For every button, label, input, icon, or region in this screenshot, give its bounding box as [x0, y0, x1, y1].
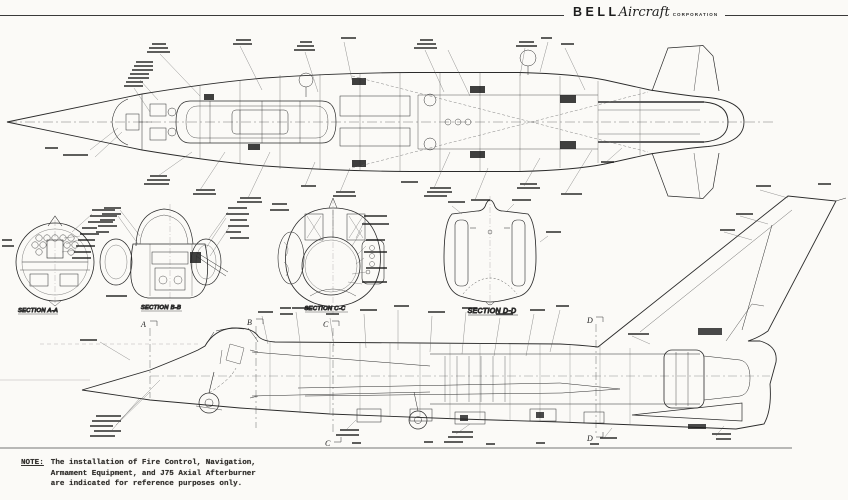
plan-view [6, 45, 775, 199]
section-b-label: SECTION B-B [141, 305, 181, 311]
side-view [0, 195, 847, 434]
note-line-2: Armament Equipment, and J75 Axial Afterb… [50, 469, 256, 478]
brand-corporation: CORPORATION [672, 12, 719, 17]
header-rule-left [0, 15, 564, 16]
brand-bell: BELL [573, 5, 620, 19]
section-b-b: SECTION B-B [99, 204, 229, 312]
header-rule-right [725, 15, 848, 16]
plan-bottom-callouts [45, 147, 614, 203]
section-c-label: SECTION C-C [305, 306, 346, 312]
cut-marker-a-top: A [140, 320, 146, 329]
note-line-3: are indicated for reference purposes onl… [50, 480, 243, 489]
cut-markers: A B C C D D [140, 316, 604, 448]
section-d-d: SECTION D-D [443, 196, 537, 316]
section-a-label: SECTION A-A [18, 308, 58, 314]
cut-marker-c-bottom: C [325, 439, 331, 448]
section-a-a: SECTION A-A [15, 215, 95, 315]
note: NOTE: The installation of Fire Control, … [21, 458, 256, 490]
plan-top-callouts [124, 37, 574, 87]
cut-marker-d-top: D [586, 316, 593, 325]
section-d-label: SECTION D-D [468, 308, 517, 315]
note-body: The installation of Fire Control, Naviga… [51, 458, 256, 490]
header: BELL Aircraft CORPORATION [0, 5, 848, 25]
cut-marker-d-bottom: D [586, 434, 593, 443]
cut-marker-b-top: B [247, 318, 252, 327]
section-c-c: SECTION C-C [277, 197, 385, 314]
leader-lines [61, 41, 789, 439]
brand-aircraft: Aircraft [618, 5, 670, 20]
section-callouts [2, 199, 561, 315]
bell-aircraft-logo: BELL Aircraft CORPORATION [573, 5, 718, 20]
cut-marker-c-top: C [323, 320, 329, 329]
callout-smudges [2, 37, 831, 445]
side-callouts [80, 183, 831, 445]
note-line-1: The installation of Fire Control, Naviga… [50, 459, 256, 467]
note-label: NOTE: [21, 459, 44, 467]
